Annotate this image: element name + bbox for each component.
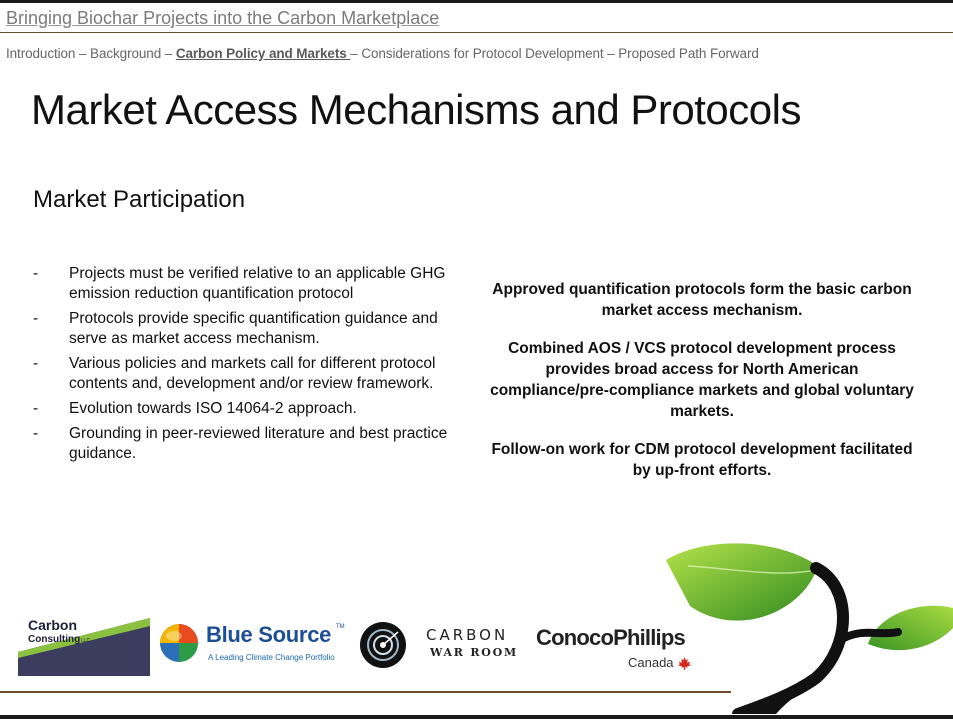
bullet-dash: - xyxy=(33,355,39,372)
bullet-dash: - xyxy=(33,310,39,327)
carbon-war-room-word1: CARBON xyxy=(426,626,509,644)
bullet-list: - Projects must be verified relative to a… xyxy=(33,264,463,469)
section-subheading: Market Participation xyxy=(33,186,246,213)
slide-title: Market Access Mechanisms and Protocols xyxy=(31,86,801,133)
partner-logos: Carbon Consulting LLC Blue Source TM A L… xyxy=(18,612,712,680)
blue-source-trademark: TM xyxy=(336,624,345,630)
bullet-item: - Grounding in peer-reviewed literature a… xyxy=(33,424,463,464)
breadcrumb-prefix: Introduction – Background – xyxy=(6,46,176,61)
blue-source-logo: Blue Source TM A Leading Climate Change … xyxy=(158,620,354,672)
bottom-frame-bar xyxy=(0,715,953,719)
bullet-dash: - xyxy=(33,400,39,417)
bullet-item: - Projects must be verified relative to a… xyxy=(33,264,463,304)
breadcrumb: Introduction – Background – Carbon Polic… xyxy=(6,46,759,61)
maple-leaf-icon xyxy=(678,657,691,670)
bullet-item: - Various policies and markets call for d… xyxy=(33,354,463,394)
sprout-icon xyxy=(666,543,953,714)
bullet-text: Protocols provide specific quantificatio… xyxy=(69,310,438,347)
callout-text: Approved quantification protocols form t… xyxy=(492,281,912,319)
bullet-text: Evolution towards ISO 14064-2 approach. xyxy=(69,400,357,417)
callout-text: Combined AOS / VCS protocol development … xyxy=(490,340,914,420)
header-rule xyxy=(0,32,953,33)
carbon-war-room-mark-icon xyxy=(360,622,406,668)
conocophillips-name: ConocoPhillips xyxy=(536,625,686,650)
carbon-consulting-logo: Carbon Consulting LLC xyxy=(18,616,150,676)
blue-source-tagline: A Leading Climate Change Portfolio xyxy=(208,653,335,662)
blue-source-name: Blue Source xyxy=(206,622,332,647)
carbon-consulting-word1: Carbon xyxy=(28,617,77,633)
bullet-text: Grounding in peer-reviewed literature an… xyxy=(69,425,448,462)
carbon-consulting-suffix: LLC xyxy=(81,638,91,644)
bullet-dash: - xyxy=(33,425,39,442)
carbon-consulting-word2: Consulting xyxy=(28,634,80,645)
conocophillips-country: Canada xyxy=(628,655,674,670)
globe-icon xyxy=(160,624,198,662)
footer-rule xyxy=(0,691,731,693)
bullet-text: Various policies and markets call for di… xyxy=(69,355,436,392)
breadcrumb-active-section[interactable]: Carbon Policy and Markets xyxy=(175,46,351,61)
carbon-war-room-word2: WAR ROOM xyxy=(430,646,519,659)
deck-title: Bringing Biochar Projects into the Carbo… xyxy=(6,8,440,28)
bullet-text: Projects must be verified relative to an… xyxy=(69,265,446,302)
callout-text: Follow-on work for CDM protocol developm… xyxy=(491,441,913,479)
bullet-item: - Protocols provide specific quantificati… xyxy=(33,309,463,349)
bullet-dash: - xyxy=(33,265,39,282)
breadcrumb-suffix: – Considerations for Protocol Developmen… xyxy=(350,46,759,61)
top-frame-bar xyxy=(0,0,953,3)
callout-panel: Approved quantification protocols form t… xyxy=(490,279,914,498)
bullet-item: - Evolution towards ISO 14064-2 approach. xyxy=(33,399,463,419)
